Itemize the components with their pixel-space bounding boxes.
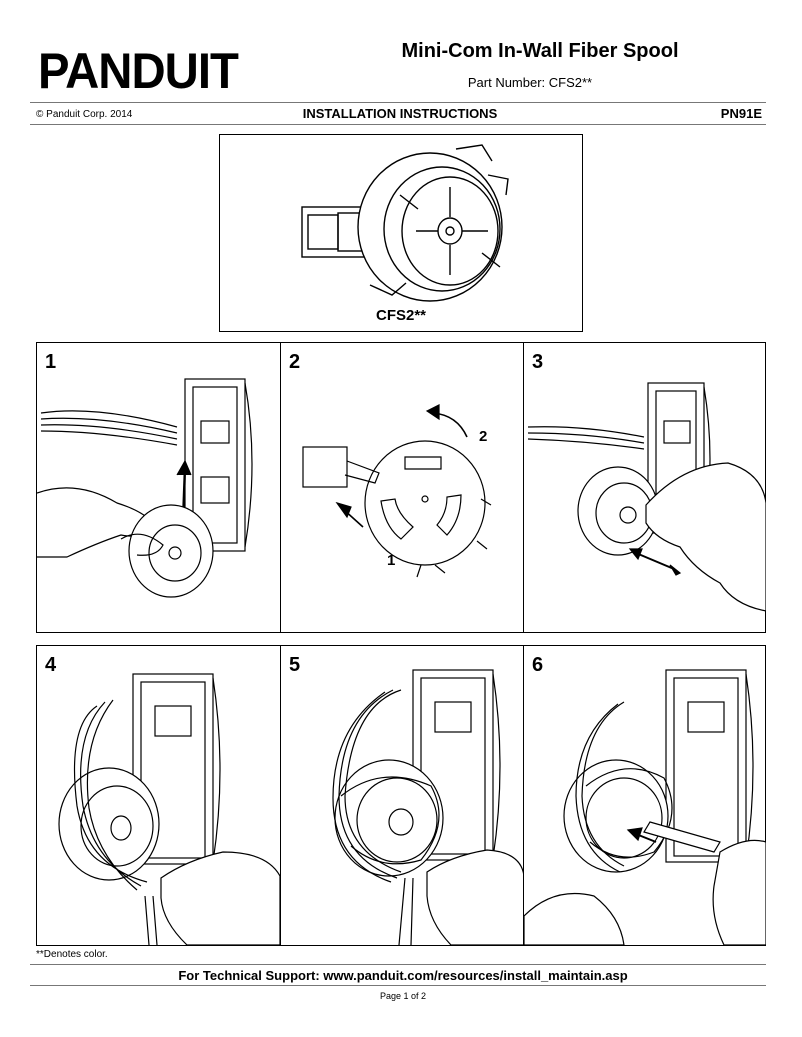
footer-rule-bottom [30, 985, 766, 986]
steps-row-1: 1 1 2 2 [36, 342, 766, 633]
header-rule-bottom [30, 124, 766, 125]
step-1-panel: 1 [37, 343, 280, 632]
step-5-panel: 5 [280, 646, 524, 945]
product-caption: CFS2** [375, 307, 427, 324]
footer-rule-top [30, 964, 766, 965]
page-number: Page 1 of 2 [379, 991, 427, 1001]
fiber-spool-illustration [301, 144, 509, 302]
step-1-illustration [37, 378, 253, 598]
document-number: PN91E [720, 106, 762, 121]
product-illustration-frame [219, 134, 583, 332]
step-4-number: 4 [45, 654, 57, 676]
color-note: **Denotes color. [36, 949, 108, 960]
step-2-number: 2 [289, 351, 301, 373]
step-3-panel: 3 [523, 343, 766, 632]
part-number: Part Number: CFS2** [467, 75, 593, 90]
step-3-illustration [527, 382, 766, 612]
technical-support-line: For Technical Support: www.panduit.com/r… [178, 968, 628, 983]
step-6-panel: 6 [523, 646, 766, 945]
panduit-logo: PANDUIT [38, 44, 239, 92]
svg-text:PANDUIT: PANDUIT [38, 44, 238, 92]
step-4-illustration [58, 673, 280, 945]
step-1-number: 1 [45, 351, 57, 373]
step-4-panel: 4 [37, 646, 280, 945]
step-6-number: 6 [532, 654, 544, 676]
copyright: © Panduit Corp. 2014 [36, 109, 133, 120]
step-2-illustration: 1 2 [302, 404, 492, 578]
step-5-illustration [332, 669, 524, 945]
step-2-arrow-label-2: 2 [479, 428, 487, 445]
document-title: Mini-Com In-Wall Fiber Spool [401, 40, 679, 62]
step-2-arrow-label-1: 1 [387, 552, 395, 569]
step-3-number: 3 [532, 351, 544, 373]
step-6-illustration [524, 669, 766, 945]
step-2-panel: 1 2 2 [280, 343, 524, 632]
step-5-number: 5 [289, 654, 301, 676]
steps-row-2: 4 5 [36, 645, 766, 946]
instructions-heading: INSTALLATION INSTRUCTIONS [302, 106, 498, 121]
header-rule-top [30, 102, 766, 103]
